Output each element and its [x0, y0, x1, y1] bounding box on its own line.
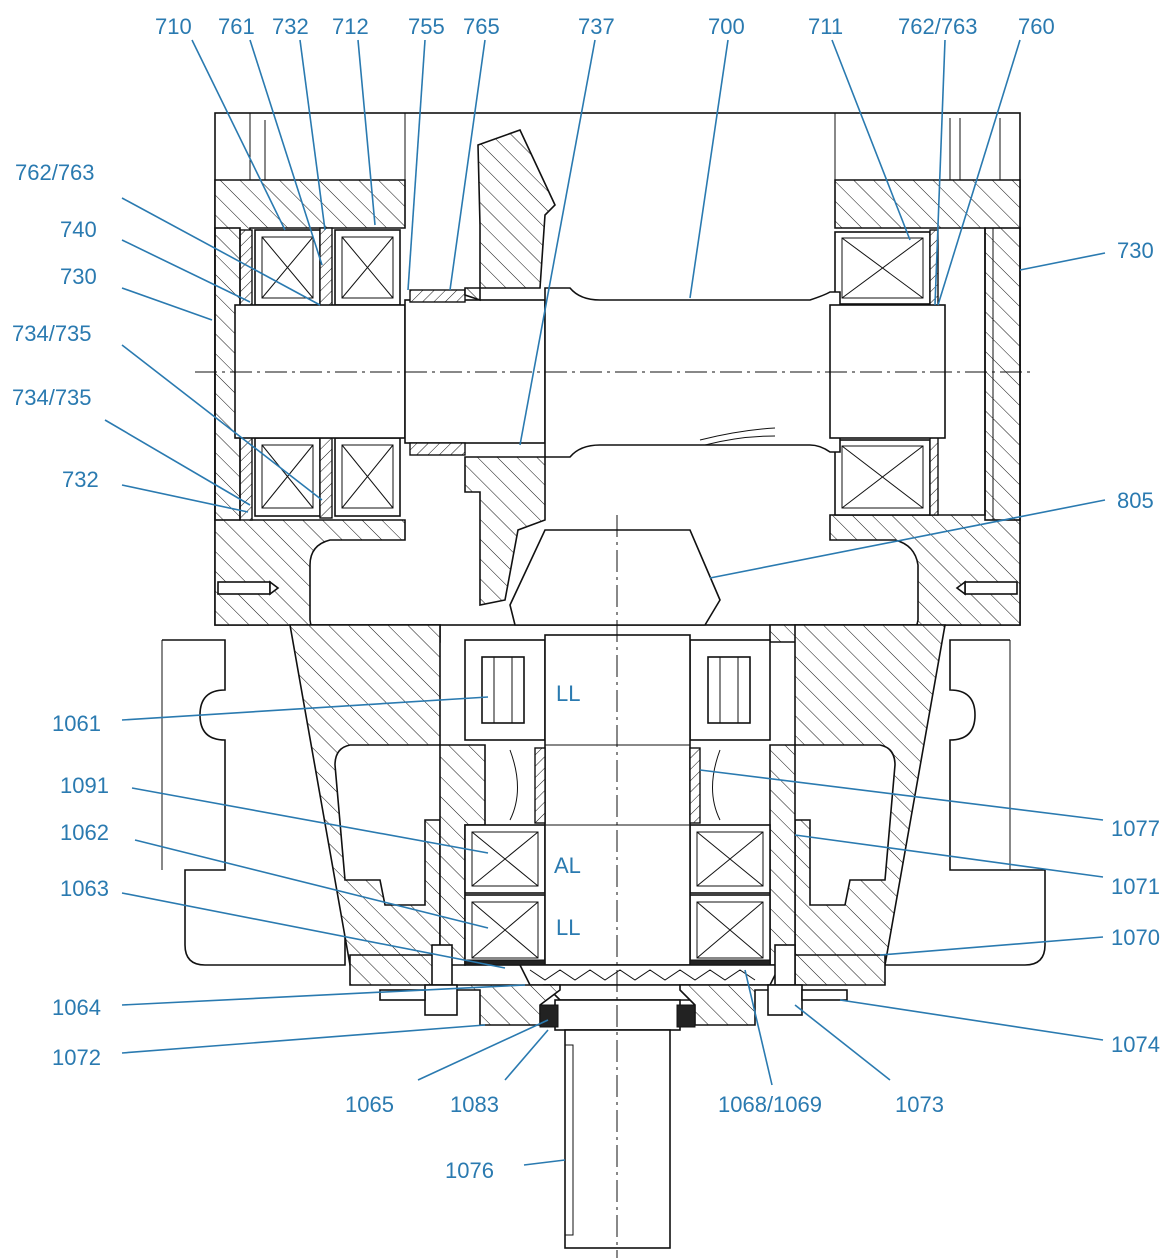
label-732-left: 732 — [62, 467, 99, 492]
label-1076: 1076 — [445, 1158, 494, 1183]
label-1065: 1065 — [345, 1092, 394, 1117]
leader-lines — [104, 39, 1106, 1166]
label-740: 740 — [60, 217, 97, 242]
bearing-mark-lower-ll: LL — [556, 915, 580, 940]
label-761: 761 — [218, 14, 255, 39]
label-1063: 1063 — [60, 876, 109, 901]
label-762-763-top: 762/763 — [898, 14, 978, 39]
label-1083: 1083 — [450, 1092, 499, 1117]
label-1068-1069: 1068/1069 — [718, 1092, 822, 1117]
bevel-pinion — [509, 529, 721, 626]
label-1064: 1064 — [52, 995, 101, 1020]
label-1071: 1071 — [1111, 874, 1160, 899]
label-765: 765 — [463, 14, 500, 39]
label-712: 712 — [332, 14, 369, 39]
label-1077: 1077 — [1111, 816, 1160, 841]
label-1073: 1073 — [895, 1092, 944, 1117]
label-762-763-left: 762/763 — [15, 160, 95, 185]
label-732-top: 732 — [272, 14, 309, 39]
label-805: 805 — [1117, 488, 1154, 513]
label-730-left: 730 — [60, 264, 97, 289]
lower-housing — [161, 624, 1046, 966]
part-labels: 710 761 732 712 755 765 737 700 711 762/… — [12, 14, 1160, 1183]
label-1072: 1072 — [52, 1045, 101, 1070]
label-730-right: 730 — [1117, 238, 1154, 263]
bearing-mark-al: AL — [554, 853, 581, 878]
label-734-735-b: 734/735 — [12, 385, 92, 410]
label-1062: 1062 — [60, 820, 109, 845]
label-1091: 1091 — [60, 773, 109, 798]
label-710: 710 — [155, 14, 192, 39]
label-1061: 1061 — [52, 711, 101, 736]
label-1074: 1074 — [1111, 1032, 1160, 1057]
label-760: 760 — [1018, 14, 1055, 39]
bearing-mark-upper-ll: LL — [556, 681, 580, 706]
label-734-735-a: 734/735 — [12, 321, 92, 346]
label-711: 711 — [808, 14, 843, 39]
label-700: 700 — [708, 14, 745, 39]
label-755: 755 — [408, 14, 445, 39]
label-737: 737 — [578, 14, 615, 39]
lower-bearings — [464, 639, 771, 966]
label-1070: 1070 — [1111, 925, 1160, 950]
bevel-crown-gear — [464, 129, 556, 606]
